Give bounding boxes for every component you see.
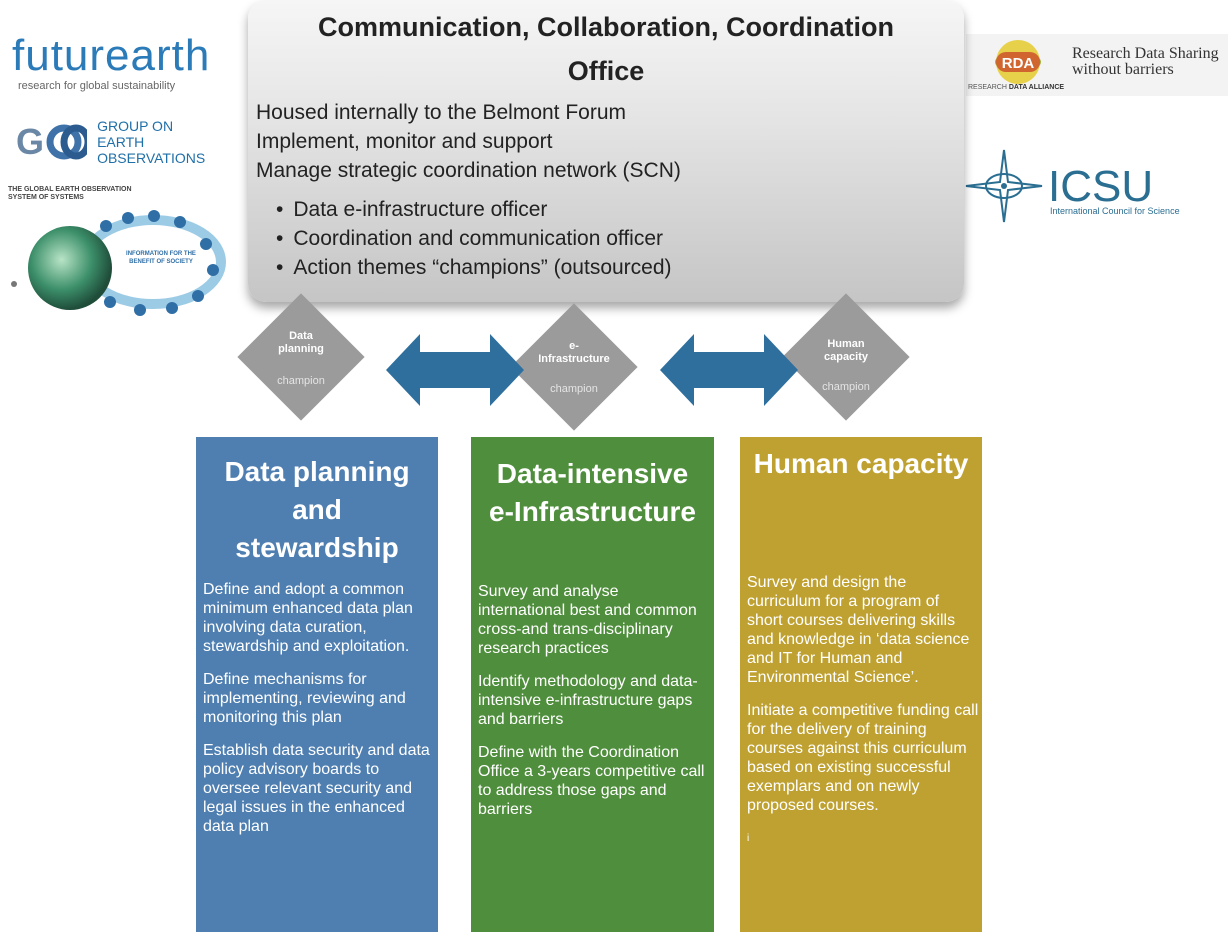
futurearth-tagline: research for global sustainability xyxy=(18,80,176,92)
column-paragraph: Survey and design the curriculum for a p… xyxy=(747,574,970,686)
data-planning-champion-label: Data planning xyxy=(246,330,356,356)
column-title-line: Data planning xyxy=(224,456,410,487)
column-body: Define and adopt a common minimum enhanc… xyxy=(203,580,435,850)
column-body: Survey and design the curriculum for a p… xyxy=(747,573,979,848)
column-title: Data planning and stewardship xyxy=(196,453,438,567)
e-infrastructure-column: Data-intensive e-Infrastructure Survey a… xyxy=(471,437,714,932)
geoss-title-line2: SYSTEM OF SYSTEMS xyxy=(8,194,84,201)
human-capacity-column: Human capacity Survey and design the cur… xyxy=(740,437,982,932)
office-title-line1: Communication, Collaboration, Coordinati… xyxy=(318,12,894,42)
human-capacity-champion-label: Human capacity xyxy=(791,338,901,364)
diamond-label-line: capacity xyxy=(823,351,869,363)
column-title: Human capacity xyxy=(740,445,982,483)
diamond-label-line: Human xyxy=(827,338,865,350)
rda-sub-bold: DATA ALLIANCE xyxy=(1008,84,1065,91)
diamond-label-line: Data xyxy=(289,330,313,342)
human-capacity-champion-sub: champion xyxy=(822,381,870,393)
office-line: Housed internally to the Belmont Forum xyxy=(256,101,627,124)
column-paragraph: Define with the Coordination Office a 3-… xyxy=(478,744,705,818)
rda-mark-text: RDA xyxy=(1002,55,1035,72)
column-title-line: Human capacity xyxy=(753,448,969,479)
rda-globe-icon: RDA xyxy=(995,40,1041,84)
geoss-title-line1: THE GLOBAL EARTH OBSERVATION xyxy=(8,186,132,193)
diamond-label-line: Infrastructure xyxy=(538,353,610,365)
rda-sub-prefix: RESEARCH xyxy=(968,84,1007,91)
column-paragraph: Establish data security and data policy … xyxy=(203,742,430,835)
svg-text:G: G xyxy=(16,124,44,160)
rda-line2: without barriers xyxy=(1072,61,1174,78)
double-arrow-left-icon xyxy=(386,334,524,406)
column-title: Data-intensive e-Infrastructure xyxy=(471,455,714,531)
column-paragraph: Identify methodology and data-intensive … xyxy=(478,673,698,728)
column-title-line: e-Infrastructure xyxy=(489,496,696,527)
geo-text-line1: GROUP ON xyxy=(97,118,174,134)
geoss-globe-icon xyxy=(11,210,226,316)
icsu-logo: ICSU International Council for Science xyxy=(962,146,1212,226)
column-paragraph: Survey and analyse international best an… xyxy=(478,583,697,657)
office-bullet: Data e-infrastructure officer xyxy=(276,195,672,224)
rda-line1: Research Data Sharing xyxy=(1072,45,1219,62)
e-infrastructure-champion-label: e- Infrastructure xyxy=(519,340,629,366)
column-title-line: Data-intensive xyxy=(496,458,689,489)
geo-mark-icon: G xyxy=(16,124,88,160)
icsu-wordmark: ICSU xyxy=(1048,162,1154,211)
office-line: Implement, monitor and support xyxy=(256,130,553,153)
data-planning-column: Data planning and stewardship Define and… xyxy=(196,437,438,932)
double-arrow-right-icon xyxy=(660,334,798,406)
column-paragraph: Initiate a competitive funding call for … xyxy=(747,702,979,814)
column-body: Survey and analyse international best an… xyxy=(478,582,710,833)
office-bullet: Coordination and communication officer xyxy=(276,224,672,253)
futurearth-wordmark: futurearth xyxy=(12,31,211,80)
data-planning-diamond xyxy=(237,293,365,421)
column-paragraph: i xyxy=(747,833,750,844)
column-title-line: stewardship xyxy=(235,532,399,563)
office-bullet: Action themes “champions” (outsourced) xyxy=(276,253,671,282)
icsu-compass-icon xyxy=(965,149,1043,223)
office-bullets: Data e-infrastructure officer Coordinati… xyxy=(276,195,672,282)
office-lines: Housed internally to the Belmont Forum I… xyxy=(256,98,681,185)
geoss-center-text: INFORMATION FOR THE BENEFIT OF SOCIETY xyxy=(126,251,196,265)
e-infrastructure-diamond xyxy=(510,303,638,431)
e-infrastructure-champion-sub: champion xyxy=(550,383,598,395)
geo-text-line2: EARTH OBSERVATIONS xyxy=(97,134,206,166)
futurearth-logo: futurearth research for global sustainab… xyxy=(12,31,211,94)
column-paragraph: Define and adopt a common minimum enhanc… xyxy=(203,581,413,655)
geo-logo: G GROUP ON EARTH OBSERVATIONS xyxy=(16,118,246,166)
data-planning-champion-sub: champion xyxy=(277,375,325,387)
office-line: Manage strategic coordination network (S… xyxy=(256,159,681,182)
diamond-label-line: planning xyxy=(278,343,324,355)
icsu-subtitle: International Council for Science xyxy=(1050,206,1180,216)
column-title-line: and xyxy=(292,494,342,525)
column-paragraph: Define mechanisms for implementing, revi… xyxy=(203,671,406,726)
geoss-logo: THE GLOBAL EARTH OBSERVATION SYSTEM OF S… xyxy=(8,186,238,316)
office-box: Communication, Collaboration, Coordinati… xyxy=(248,0,964,302)
rda-logo: RDA Research Data Sharing without barrie… xyxy=(966,34,1228,96)
office-title-line2: Office xyxy=(567,56,645,86)
diamond-label-line: e- xyxy=(569,340,579,352)
